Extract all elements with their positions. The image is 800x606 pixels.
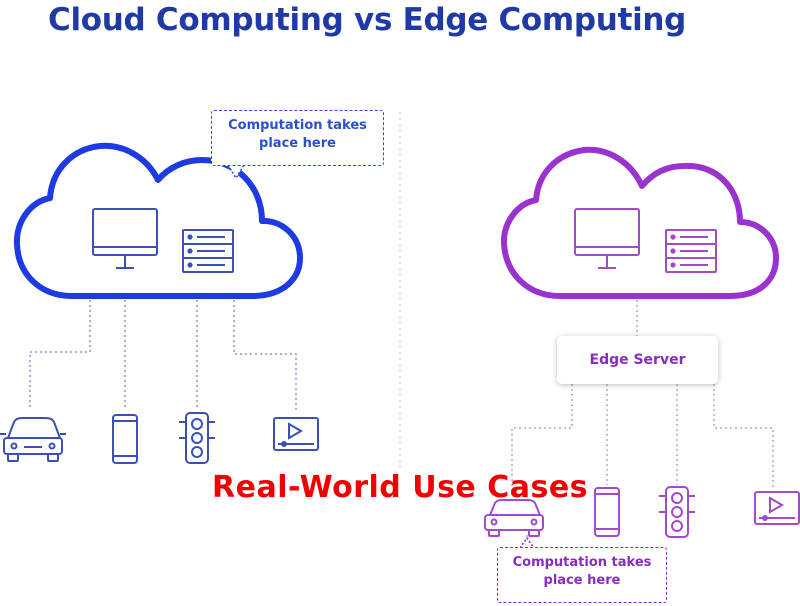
edge-traffic-light-icon [659, 486, 695, 538]
edge-cloud-shape [500, 146, 779, 299]
edge-car-icon [484, 499, 544, 537]
traffic-light-icon [179, 412, 215, 464]
cloud-callout-pointer [227, 164, 245, 180]
cloud-shape [13, 142, 303, 299]
overlay-heading: Real-World Use Cases [212, 470, 589, 505]
edge-server-box: Edge Server [557, 336, 718, 384]
video-player-icon [273, 417, 319, 451]
edge-desktop-icon [574, 208, 640, 269]
edge-video-player-icon [754, 491, 800, 525]
edge-computation-callout: Computation takes place here [497, 547, 667, 603]
edge-smartphone-icon [594, 487, 620, 537]
cloud-computation-callout: Computation takes place here [211, 110, 384, 166]
edge-server-rack-icon [665, 229, 717, 273]
cloud-group [0, 142, 319, 464]
edge-callout-pointer [519, 536, 535, 549]
cloud-connectors [29, 300, 297, 410]
smartphone-icon [112, 414, 138, 464]
desktop-icon [92, 208, 158, 269]
car-icon [0, 417, 66, 462]
edge-cloud-group [484, 146, 800, 548]
page-title: Cloud Computing vs Edge Computing [48, 2, 687, 38]
server-rack-icon [182, 229, 234, 273]
